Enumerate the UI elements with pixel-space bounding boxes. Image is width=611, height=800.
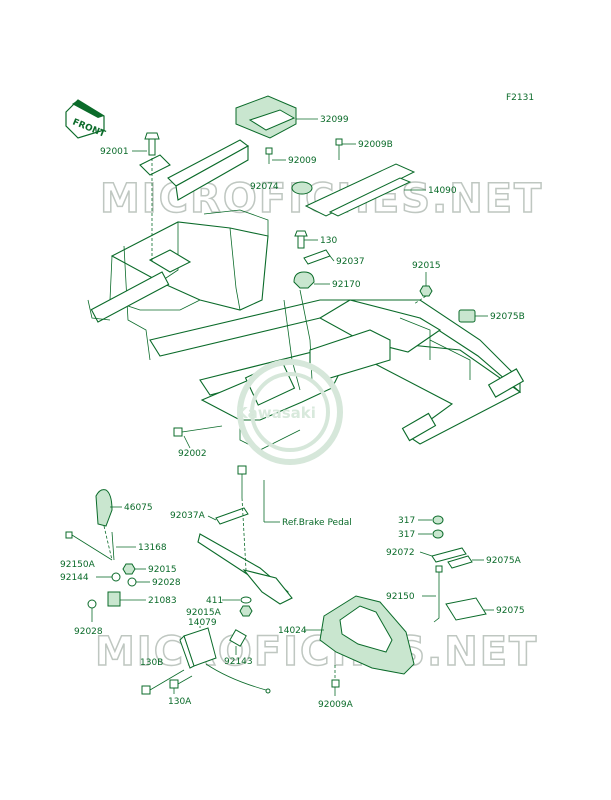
label-130: 130 [320,236,337,246]
pad-92075 [445,597,487,621]
label-130b: 130B [140,658,163,668]
bracket-14079 [179,627,217,669]
label-317a: 317 [398,516,415,526]
bolt-92009 [265,147,273,164]
cable [205,663,267,691]
bolt-130 [294,230,308,249]
rod-13168 [111,531,115,561]
label-130a: 130A [168,697,192,707]
nut-317-lower [432,529,444,539]
bolt-92002 [173,425,223,437]
label-92075a: 92075A [486,556,522,566]
label-14090: 14090 [428,186,457,196]
band-92072 [431,547,467,563]
label-32099: 32099 [320,115,349,125]
pad-92075b [458,309,476,323]
seal-text: Kawasaki [236,404,316,422]
label-92028b: 92028 [74,627,103,637]
plate-14090 [304,163,416,217]
watermark-bottom: MICROFICHES.NET [95,629,538,675]
label-92037: 92037 [336,257,365,267]
label-92075b: 92075B [490,312,525,322]
label-92001: 92001 [100,147,129,157]
label-21083: 21083 [148,596,177,606]
label-92150a: 92150A [60,560,96,570]
label-92075: 92075 [496,606,525,616]
label-13168: 13168 [138,543,167,553]
grommet-92074 [291,181,313,195]
label-92009b: 92009B [358,140,393,150]
part-32099 [235,95,297,139]
band-92037a [215,507,249,525]
nut-92015 [419,285,433,297]
spring-92144 [111,572,121,582]
label-92028a: 92028 [152,578,181,588]
front-arrow-icon: FRONT [65,99,107,140]
nut-317-upper [432,515,444,525]
frame-assembly [87,139,525,451]
label-92037a: 92037A [170,511,206,521]
label-14079: 14079 [188,618,217,628]
bolt-92001 [144,132,160,156]
label-92015b: 92015 [148,565,177,575]
bolt-92009a [331,679,340,696]
label-46075: 46075 [124,503,153,513]
label-92144: 92144 [60,573,89,583]
guard-14024 [319,595,415,675]
label-92150: 92150 [386,592,415,602]
band-92037 [303,249,331,265]
label-92009: 92009 [288,156,317,166]
washer-411 [240,596,252,604]
label-411: 411 [206,596,223,606]
nut-92015-lower [122,563,136,575]
clip-92028-lower [87,599,97,609]
label-ref-brake-pedal: Ref.Brake Pedal [282,518,352,528]
collar-92143 [229,629,247,647]
label-92015a: 92015 [412,261,441,271]
label-14024: 14024 [278,626,307,636]
figure-code: F2131 [506,93,534,103]
bolt-92009b [335,138,343,160]
bolt-130b [141,669,185,695]
label-92009a: 92009A [318,700,354,710]
brake-lever-assembly [197,465,293,605]
knob-46075 [95,489,113,527]
bolt-130a [169,675,193,689]
label-92170: 92170 [332,280,361,290]
label-92143: 92143 [224,657,253,667]
label-92002: 92002 [178,449,207,459]
clamp-92170 [293,271,315,289]
label-92015A: 92015A [186,608,222,618]
bolt-92150 [433,565,443,623]
clip-92028 [127,577,137,587]
kawasaki-seal: Kawasaki [236,359,343,465]
label-92074: 92074 [250,182,279,192]
nut-92015a [239,605,253,617]
pad-92075a [447,555,473,569]
label-92072: 92072 [386,548,415,558]
bolt-92150a [65,531,113,561]
label-317b: 317 [398,530,415,540]
switch-21083 [107,591,121,607]
